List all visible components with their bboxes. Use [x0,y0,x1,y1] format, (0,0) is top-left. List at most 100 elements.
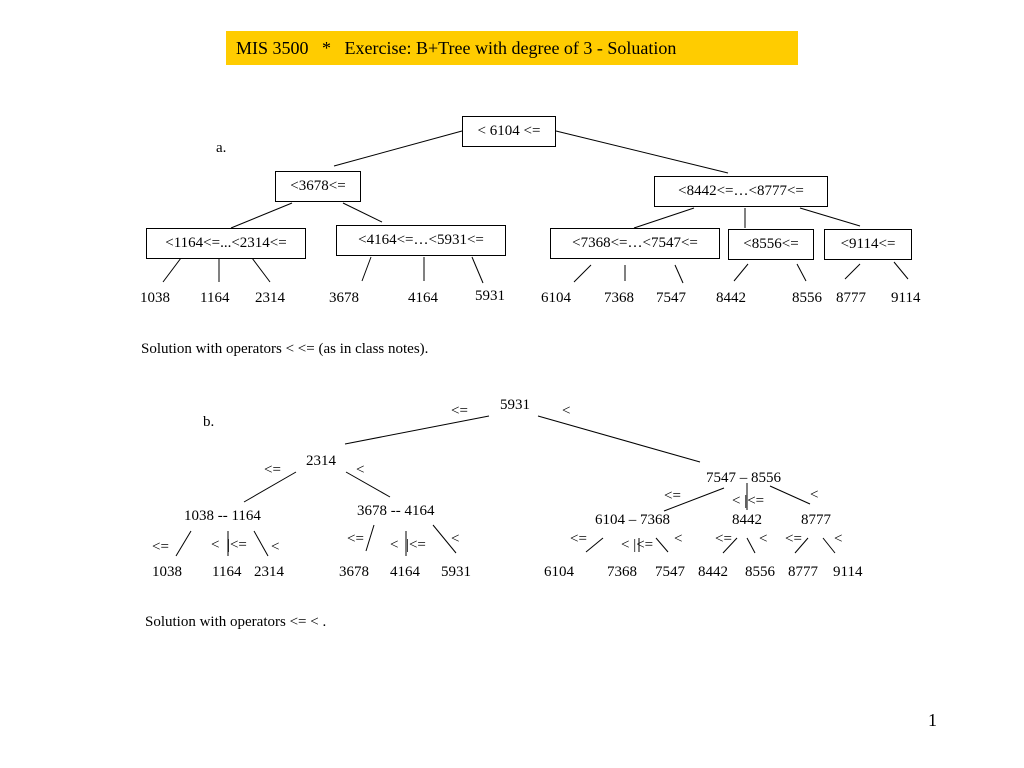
a-leaf: 8777 [836,290,866,306]
a-leaf: 4164 [408,290,438,306]
b-leaf: 3678 [339,564,369,580]
a-leaf: 3678 [329,290,359,306]
b-leaf: 1164 [212,564,242,580]
b-op: < [562,403,571,419]
a-rl-node: <7368<=…<7547<= [550,228,720,259]
b-leaf: 4164 [390,564,420,580]
a-leaf: 8556 [792,290,822,306]
b-op: <= [347,531,364,547]
b-op: < [810,487,819,503]
b-op: < |<= [621,537,654,553]
a-ll-node: <1164<=...<2314<= [146,228,306,259]
b-op: < [759,531,768,547]
edge-a-left-ll [230,202,293,229]
b-rl-node: 6104 – 7368 [595,512,670,528]
edge-a-left-lr [342,202,383,223]
b-leaf: 7547 [655,564,685,580]
edge-b-right-rr [769,485,811,505]
b-op: < |<= [390,537,426,553]
edge-b-root-right [537,415,701,463]
edge-b-right-rl [663,487,725,512]
b-leaf: 5931 [441,564,471,580]
b-leaf: 8777 [788,564,818,580]
slide-title: MIS 3500 * Exercise: B+Tree with degree … [226,31,798,65]
edge-b-leaf-7547 [655,537,669,553]
edge-a-leaf-8442 [733,263,749,282]
b-ll-node: 1038 -- 1164 [184,508,261,524]
a-rm-node: <8556<= [728,229,814,260]
part-a-label: a. [216,140,227,156]
a-lr-node: <4164<=…<5931<= [336,225,506,256]
b-leaf: 7368 [607,564,637,580]
a-leaf: 7368 [604,290,634,306]
a-leaf: 9114 [891,290,921,306]
b-leaf: 8442 [698,564,728,580]
edge-a-right-rl [633,207,695,229]
b-op: < |<= [211,537,247,553]
edge-b-root-left [344,415,490,445]
b-op: <= [570,531,587,547]
a-leaf: 5931 [475,288,505,304]
edge-a-leaf-8777 [844,263,861,280]
b-op: < [356,462,365,478]
edge-a-leaf-7547 [674,264,684,284]
edge-b-leaf-8442 [722,537,738,554]
edge-a-leaf-5931 [471,256,484,284]
edge-b-leaf-9114 [822,537,836,554]
a-right-node: <8442<=…<8777<= [654,176,828,207]
b-right-node: 7547 – 8556 [706,470,781,486]
a-leaf: 6104 [541,290,571,306]
edge-b-leaf-6104 [585,537,604,553]
b-op: <= [785,531,802,547]
b-op: <= [152,539,169,555]
part-b-caption: Solution with operators <= < . [145,614,327,630]
edge-b-left-ll [243,471,297,503]
b-leaf: 2314 [254,564,284,580]
a-leaf: 7547 [656,290,686,306]
b-op: < [674,531,683,547]
edge-a-leaf-2314 [251,257,271,283]
b-op: < [271,539,280,555]
b-op: <= [664,488,681,504]
edge-a-right-rr [799,207,861,227]
b-op: < |<= [732,493,765,509]
b-leaf: 6104 [544,564,574,580]
edge-a-leaf-9114 [893,261,909,280]
a-leaf: 2314 [255,290,285,306]
a-leaf: 8442 [716,290,746,306]
edge-a-leaf-8556 [796,263,807,282]
b-leaf: 1038 [152,564,182,580]
a-rr-node: <9114<= [824,229,912,260]
edge-a-leaf-1038 [162,257,182,283]
edge-a-root-right [555,130,729,174]
b-op: < [451,531,460,547]
b-op: <= [715,531,732,547]
edge-b-left-lr [345,471,391,498]
b-leaf: 9114 [833,564,863,580]
edge-b-leaf-5931 [432,524,457,554]
edge-a-leaf-6104 [573,264,592,283]
b-root-node: 5931 [500,397,530,413]
part-a-caption: Solution with operators < <= (as in clas… [141,341,429,357]
a-left-node: <3678<= [275,171,361,202]
a-leaf: 1164 [200,290,230,306]
edge-b-leaf-3678 [365,524,375,552]
b-lr-node: 3678 -- 4164 [357,503,435,519]
edge-a-leaf-3678 [361,256,372,282]
a-leaf: 1038 [140,290,170,306]
b-op: < [834,531,843,547]
edge-b-leaf-8777 [794,537,809,554]
page-number: 1 [928,710,937,730]
edge-a-root-left [333,130,463,167]
edge-b-leaf-8556 [746,537,756,554]
edge-b-leaf-1038 [175,530,192,557]
b-leaf: 8556 [745,564,775,580]
edge-b-leaf-2314 [253,530,269,557]
b-rm-node: 8442 [732,512,762,528]
part-b-label: b. [203,414,215,430]
b-op: <= [264,462,281,478]
a-root-node: < 6104 <= [462,116,556,147]
b-left-node: 2314 [306,453,336,469]
